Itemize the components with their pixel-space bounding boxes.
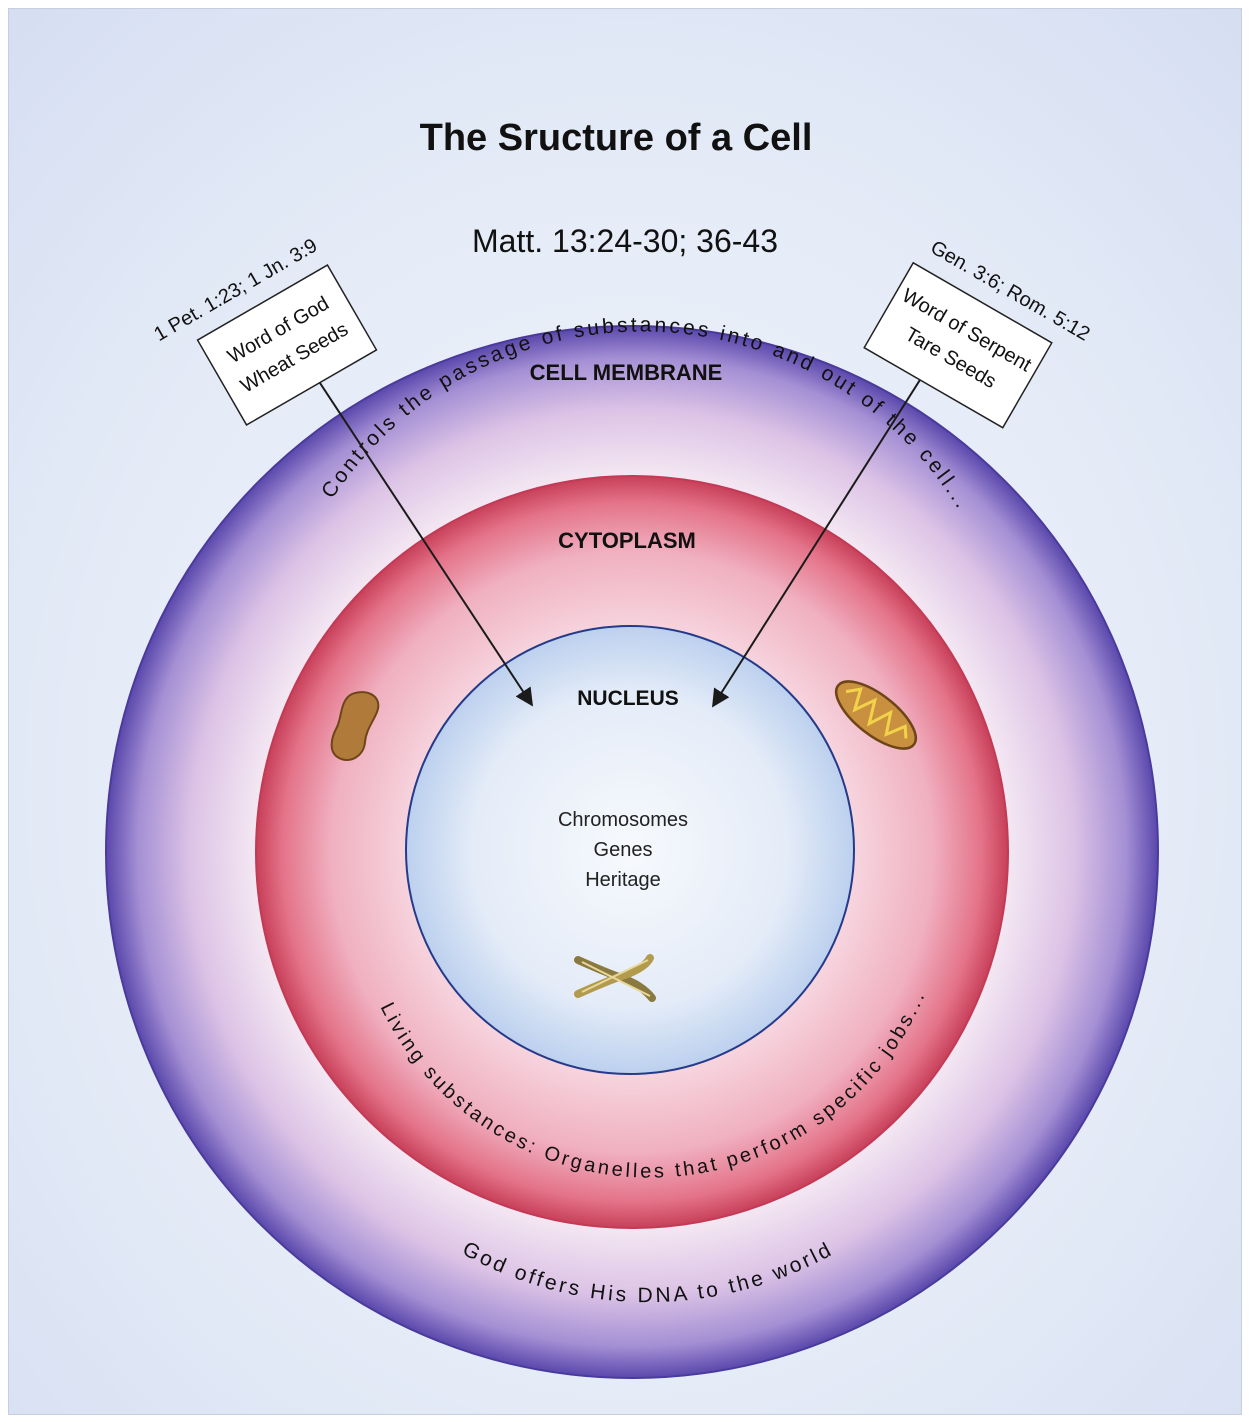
nucleus-content-chromosomes: Chromosomes <box>558 809 688 831</box>
cell-membrane-label: CELL MEMBRANE <box>530 360 723 385</box>
nucleus-label: NUCLEUS <box>577 687 679 710</box>
cytoplasm-label: CYTOPLASM <box>558 528 696 553</box>
page-title: The Sructure of a Cell <box>420 117 813 159</box>
nucleus-content-heritage: Heritage <box>585 869 661 891</box>
scripture-reference: Matt. 13:24-30; 36-43 <box>472 223 778 259</box>
nucleus-content-genes: Genes <box>594 839 653 861</box>
